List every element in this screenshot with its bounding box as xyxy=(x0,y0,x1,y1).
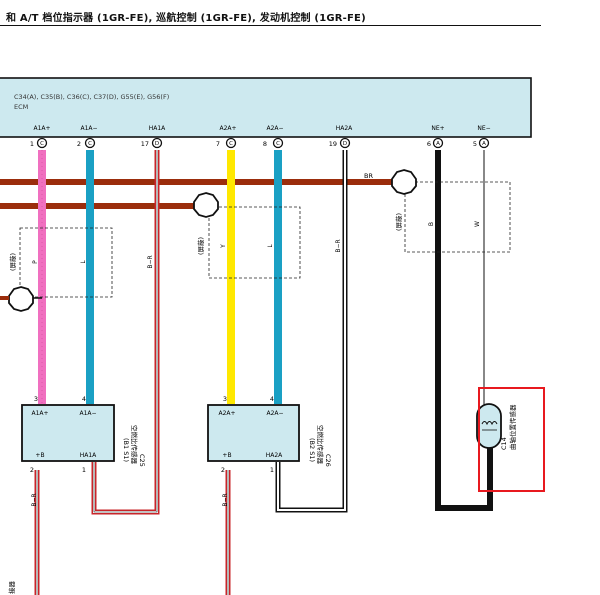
ecm-pin-circle-2 xyxy=(84,137,96,149)
sensor1-id: C25 xyxy=(138,454,146,467)
ecm-pin-circle-8 xyxy=(272,137,284,149)
ecm-pin-circle-1 xyxy=(36,137,48,149)
shield-box-3 xyxy=(404,181,511,253)
bottom-left-label: 接器 xyxy=(7,581,16,595)
sensor1-pin-a1a-plus: A1A+ xyxy=(31,410,48,417)
coil-icon xyxy=(481,421,498,426)
sensor2-pin-plus-b: +B xyxy=(222,452,231,459)
sensor1-bottom-num-2: 2 xyxy=(30,466,34,474)
shield-splice-2 xyxy=(193,192,219,218)
ecm-name: ECM xyxy=(14,103,28,111)
sensor2-bottom-num-2: 2 xyxy=(221,466,225,474)
ecm-pin-num-17: 17 xyxy=(141,140,149,148)
ecm-pin-circle-6 xyxy=(432,137,444,149)
ecm-pin-letter-1: C xyxy=(40,141,44,147)
crank-sensor-body xyxy=(476,403,502,449)
wire-label-br-1: B−R xyxy=(147,255,154,268)
sensor2-sub: (B2 S1) xyxy=(308,438,316,462)
ecm-pin-letter-19: D xyxy=(343,141,347,147)
ecm-pin-num-8: 8 xyxy=(263,140,267,148)
sensor1-sub: (B1 S1) xyxy=(122,438,130,462)
ecm-pin-letter-17: D xyxy=(155,141,159,147)
wire-label-b: B xyxy=(428,222,435,226)
shield-splice-3 xyxy=(8,286,34,312)
wire-label-l-2: L xyxy=(267,244,274,248)
ecm-pin-label-a1a-plus: A1A+ xyxy=(33,125,50,132)
ecm-pin-circle-5 xyxy=(478,137,490,149)
ecm-pin-num-2: 2 xyxy=(77,140,81,148)
sensor1-pin-ha1a: HA1A xyxy=(80,452,97,459)
page-title: 和 A/T 档位指示器 (1GR-FE), 巡航控制 (1GR-FE), 发动机… xyxy=(6,13,366,24)
ecm-pin-circle-17 xyxy=(151,137,163,149)
sensor1-bottom-num-1: 1 xyxy=(82,466,86,474)
wire-label-br-2: B−R xyxy=(335,239,342,252)
ecm-pin-label-ha1a: HA1A xyxy=(149,125,166,132)
ecm-pin-letter-8: C xyxy=(276,141,280,147)
sensor2-pin-a2a-minus: A2A− xyxy=(266,410,283,417)
ecm-pin-label-ha2a: HA2A xyxy=(336,125,353,132)
highlight-box xyxy=(478,387,545,492)
ecm-pin-circle-7 xyxy=(225,137,237,149)
ecm-pin-num-5: 5 xyxy=(473,140,477,148)
wire-label-br-3: B−R xyxy=(31,493,38,506)
shield-box-1 xyxy=(19,227,113,298)
wire-label-br: BR xyxy=(364,172,373,180)
wire-label-w: W xyxy=(474,221,481,227)
ecm-pin-label-a1a-minus: A1A− xyxy=(80,125,97,132)
sensor2-top-num-4: 4 xyxy=(270,395,274,403)
crank-sensor-id: C14 xyxy=(500,437,508,450)
sensor2-top-num-3: 3 xyxy=(223,395,227,403)
wire-label-y: Y xyxy=(220,244,227,249)
sensor1-top-num-4: 4 xyxy=(82,395,86,403)
wire-label-l-1: L xyxy=(80,260,87,264)
sensor2-bottom-num-1: 1 xyxy=(270,466,274,474)
ecm-pin-label-ne-minus: NE− xyxy=(477,125,490,132)
ecm-pin-label-a2a-plus: A2A+ xyxy=(219,125,236,132)
shield-label-3: (屏蔽) xyxy=(394,213,403,231)
wire-label-p: P xyxy=(32,260,39,264)
sensor1-top-num-3: 3 xyxy=(34,395,38,403)
shield-splice-1 xyxy=(391,169,417,195)
ecm-pin-label-a2a-minus: A2A− xyxy=(266,125,283,132)
wire-label-br-4: B−R xyxy=(222,493,229,506)
sensor2-pin-a2a-plus: A2A+ xyxy=(218,410,235,417)
ecm-pin-letter-5: A xyxy=(482,141,486,147)
title-underline xyxy=(0,25,541,26)
ecm-pin-num-1: 1 xyxy=(30,140,34,148)
ecm-pin-circle-19 xyxy=(339,137,351,149)
shield-box-2 xyxy=(208,206,301,279)
sensor1-pin-a1a-minus: A1A− xyxy=(79,410,96,417)
ecm-pin-num-6: 6 xyxy=(427,140,431,148)
sensor-c26-block xyxy=(207,404,300,462)
ecm-pin-letter-2: C xyxy=(88,141,92,147)
ecm-pin-label-ne-plus: NE+ xyxy=(431,125,444,132)
ecm-pin-letter-6: A xyxy=(436,141,440,147)
sensor1-name: 空燃比传感器 xyxy=(130,425,139,465)
crank-sensor-name: 曲轴位置传感器 xyxy=(508,404,517,450)
ecm-pin-letter-7: C xyxy=(229,141,233,147)
sensor2-id: C26 xyxy=(324,454,332,467)
sensor2-pin-ha2a: HA2A xyxy=(266,452,283,459)
wire-black-ne-plus xyxy=(435,150,493,511)
shield-label-2: (屏蔽) xyxy=(196,237,205,255)
ecm-block xyxy=(0,77,532,138)
ecm-pin-num-19: 19 xyxy=(329,140,337,148)
ecm-connectors: C34(A), C35(B), C36(C), C37(D), G55(E), … xyxy=(14,93,169,101)
sensor1-pin-plus-b: +B xyxy=(35,452,44,459)
ecm-pin-num-7: 7 xyxy=(216,140,220,148)
sensor-c25-block xyxy=(21,404,115,462)
sensor2-name: 空燃比传感器 xyxy=(316,425,325,465)
shield-label-1: (屏蔽) xyxy=(8,253,17,271)
